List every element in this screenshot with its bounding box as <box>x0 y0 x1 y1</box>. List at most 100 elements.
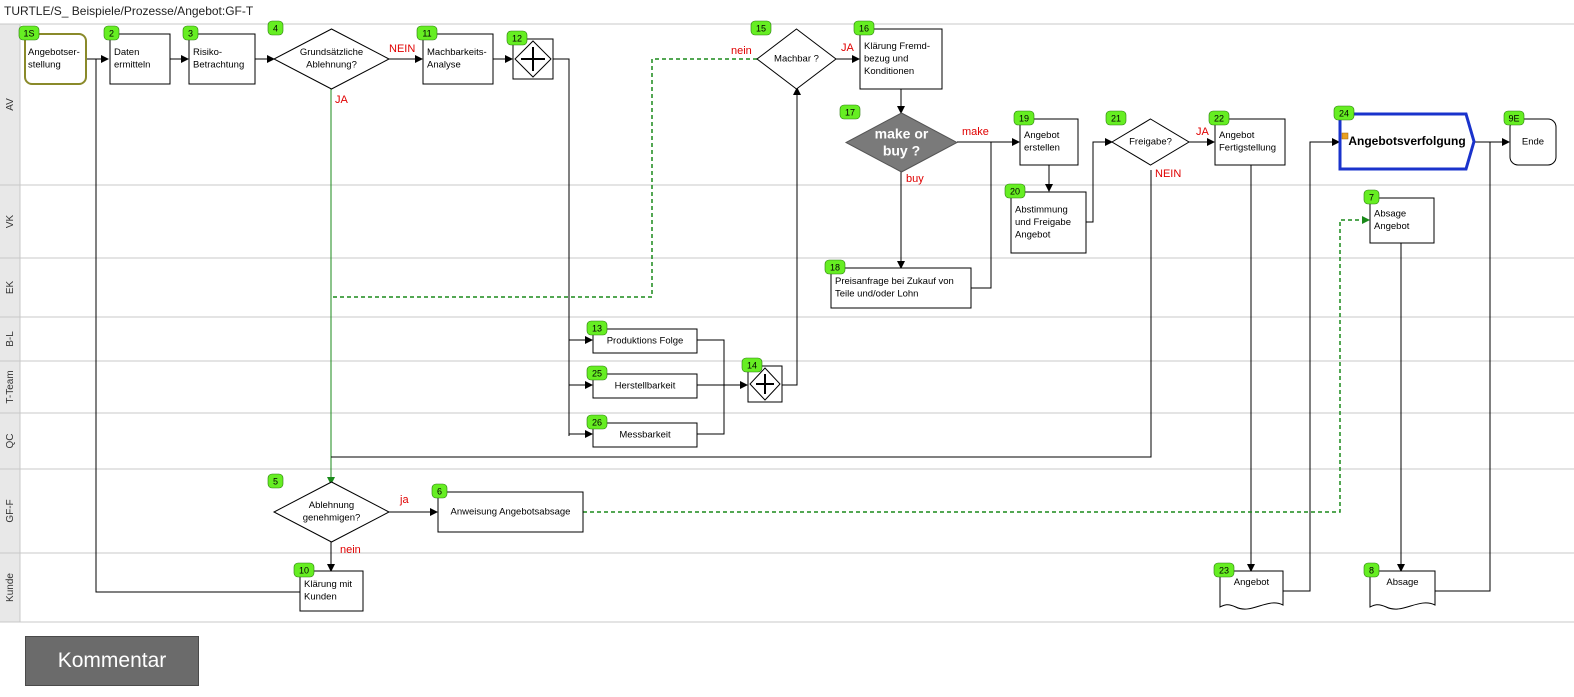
edge-20-21 <box>1086 138 1113 223</box>
node-label: Klärung Fremd- <box>864 41 930 52</box>
node-12[interactable]: 12 <box>506 30 554 80</box>
node-number: 8 <box>1369 566 1374 576</box>
node-number-badge <box>824 259 846 275</box>
node-shape <box>299 570 364 612</box>
node-label: Angebot <box>1219 130 1255 141</box>
node-number-badge <box>416 25 438 41</box>
node-label: Absage <box>1386 577 1418 588</box>
node-shape <box>1369 197 1435 244</box>
kommentar-button[interactable]: Kommentar <box>25 636 199 686</box>
edge-12-split <box>552 58 570 436</box>
node-number: 22 <box>1214 114 1224 124</box>
node-label: Messbarkeit <box>619 429 671 440</box>
node-number: 13 <box>592 324 602 334</box>
node-21[interactable]: Freigabe?21 <box>1105 110 1190 166</box>
edge-23-24 <box>1283 138 1340 592</box>
node-number-badge <box>431 483 448 499</box>
node-number: 12 <box>512 34 522 44</box>
cond-21-ja: JA <box>1196 126 1210 138</box>
node-label: Absage <box>1374 209 1406 220</box>
node-label: Daten <box>114 47 139 58</box>
cond-15-ja: JA <box>841 42 855 54</box>
lane-label-vk: VK <box>5 215 16 229</box>
node-label: Angebotsverfolgung <box>1348 134 1465 148</box>
node-shape <box>756 28 837 90</box>
edge-21-qc <box>331 170 1152 458</box>
node-label: Fertigstellung <box>1219 143 1276 154</box>
node-number: 16 <box>859 24 869 34</box>
node-label: Betrachtung <box>193 60 244 71</box>
subprocess-marker-icon <box>1341 132 1349 140</box>
cond-17-buy: buy <box>906 173 924 185</box>
node-number: 14 <box>747 361 757 371</box>
node-number-badge <box>853 20 875 36</box>
edge-6-7-dashed <box>583 216 1370 513</box>
node-number-badge <box>1213 562 1235 578</box>
node-number: 18 <box>830 263 840 273</box>
node-24[interactable]: Angebotsverfolgung 24 <box>1333 105 1476 171</box>
node-number-badge <box>182 25 199 41</box>
node-label: und Freigabe <box>1015 217 1071 228</box>
node-label: make or <box>875 126 929 142</box>
node-number: 7 <box>1369 193 1374 203</box>
node-number: 26 <box>592 418 602 428</box>
node-15[interactable]: Machbar ?15 <box>750 20 837 90</box>
cond-17-make: make <box>962 126 989 138</box>
node-number-badge <box>267 20 284 36</box>
lane-label-qc: QC <box>5 434 16 449</box>
lane-label-t-team: T-Team <box>5 370 16 403</box>
node-number-badge <box>1208 110 1230 126</box>
node-number: 20 <box>1010 187 1020 197</box>
node-shape <box>272 28 391 90</box>
node-14[interactable]: 14 <box>741 357 783 403</box>
node-shape <box>592 422 698 448</box>
node-26[interactable]: Messbarkeit 26 <box>586 414 698 448</box>
node-8[interactable]: Absage 8 <box>1363 562 1436 610</box>
node-number-badge <box>103 25 120 41</box>
node-shape <box>188 33 256 85</box>
node-number: 19 <box>1019 114 1029 124</box>
node-number-badge <box>1503 110 1525 126</box>
node-number-badge <box>750 20 772 36</box>
node-label: Anweisung Angebotsabsage <box>451 506 571 517</box>
node-number-badge <box>1363 562 1380 578</box>
node-number-badge <box>1105 110 1127 126</box>
node-number: 24 <box>1339 109 1349 119</box>
node-label: Ende <box>1522 136 1544 147</box>
node-shape <box>830 267 972 309</box>
lane-label-gf-f: GF-F <box>5 499 16 522</box>
node-label: Kunden <box>304 592 337 603</box>
node-shape <box>1111 118 1190 166</box>
node-shape <box>422 33 494 85</box>
lane-label-kunde: Kunde <box>5 573 16 602</box>
lane-label-b-l: B-L <box>5 331 16 347</box>
node-number: 4 <box>273 24 278 34</box>
node-label: Abstimmung <box>1015 204 1068 215</box>
node-number-badge <box>586 414 608 430</box>
node-number-badge <box>18 25 40 41</box>
node-number: 10 <box>299 566 309 576</box>
node-number-badge <box>1363 189 1380 205</box>
connectors <box>86 55 1510 593</box>
